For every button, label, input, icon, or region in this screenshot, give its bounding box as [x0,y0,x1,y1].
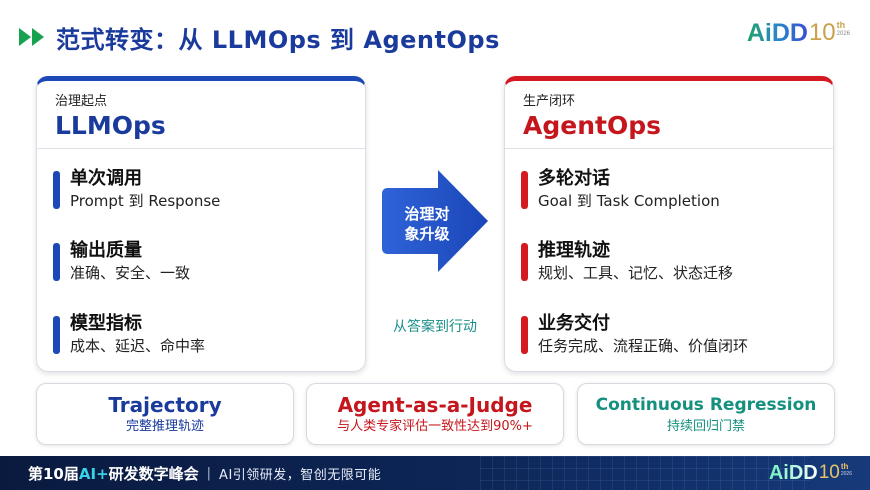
item-desc: 任务完成、流程正确、价值闭环 [538,337,749,355]
bottom-box-title: Agent-as-a-Judge [337,393,533,417]
footer-event-name: 第10届AI+研发数字峰会 [28,463,199,484]
event-prefix: 第10届 [28,464,79,483]
logo-edition: 10 [818,462,840,483]
item-desc: 规划、工具、记忆、状态迁移 [538,264,734,282]
logo-edition: 10 [808,19,836,46]
item-title: 业务交付 [538,313,610,334]
logo-text: AiDD [746,19,808,47]
footer-event-info: 第10届AI+研发数字峰会 | AI引领研发，智创无限可能 [28,456,381,490]
bottom-box-subtitle: 与人类专家评估一致性达到90%+ [337,419,533,434]
bottom-box-subtitle: 持续回归门禁 [666,419,745,434]
llmops-item: 输出质量 准确、安全、一致 [53,239,190,283]
agentops-subtitle: 生产闭环 [523,94,576,109]
agentops-card: 生产闭环 AgentOps 多轮对话 Goal 到 Task Completio… [504,76,834,372]
llmops-card-header: 治理起点 LLMOps [37,81,365,149]
agentops-item: 业务交付 任务完成、流程正确、价值闭环 [521,312,748,356]
bottom-box-subtitle: 完整推理轨迹 [125,419,204,434]
bottom-box-title: Continuous Regression [595,395,817,415]
llmops-name: LLMOps [55,111,166,140]
item-desc: 准确、安全、一致 [70,264,191,282]
event-ai: AI+ [78,464,109,483]
item-marker-bar [53,171,60,209]
llmops-card: 治理起点 LLMOps 单次调用 Prompt 到 Response 输出质量 … [36,76,366,372]
logo-superscript: th 2026 [837,20,850,38]
item-title: 单次调用 [70,168,142,189]
bottom-box-title: Trajectory [108,393,222,417]
page-title: 范式转变：从 LLMOps 到 AgentOps [56,25,500,54]
footer-banner: 第10届AI+研发数字峰会 | AI引领研发，智创无限可能 AiDD 10 th… [0,456,870,490]
trajectory-box: Trajectory 完整推理轨迹 [36,383,294,445]
logo-year: 2026 [836,31,850,37]
transition-label: 治理对象升级 [404,205,450,243]
item-desc: 成本、延迟、命中率 [70,337,206,355]
agentops-item: 推理轨迹 规划、工具、记忆、状态迁移 [521,239,733,283]
llmops-item: 模型指标 成本、延迟、命中率 [53,312,205,356]
continuous-regression-box: Continuous Regression 持续回归门禁 [577,383,835,445]
item-marker-bar [521,316,528,354]
double-play-arrow-icon [19,28,44,46]
aidd-logo: AiDD 10 th 2026 [746,19,850,47]
item-title: 推理轨迹 [538,240,610,261]
item-title: 输出质量 [70,240,142,261]
item-desc: Goal 到 Task Completion [538,192,720,210]
item-title: 模型指标 [70,313,142,334]
item-marker-bar [521,171,528,209]
event-suffix: 研发数字峰会 [108,464,199,483]
agentops-card-header: 生产闭环 AgentOps [505,81,833,149]
logo-text: AiDD [768,462,818,484]
logo-edition-suffix: th [836,20,846,30]
item-marker-bar [53,243,60,281]
footer-separator: | [206,465,212,481]
footer-grid-decoration [480,456,810,490]
llmops-subtitle: 治理起点 [55,94,108,109]
llmops-item: 单次调用 Prompt 到 Response [53,167,220,211]
item-marker-bar [53,316,60,354]
transition-caption: 从答案到行动 [393,319,477,335]
footer-slogan: AI引领研发，智创无限可能 [219,467,382,483]
logo-year: 2026 [840,471,852,477]
item-marker-bar [521,243,528,281]
right-arrow-icon [382,170,488,272]
agentops-item: 多轮对话 Goal 到 Task Completion [521,167,720,211]
page-title-bar: 范式转变：从 LLMOps 到 AgentOps [18,20,500,54]
agent-as-a-judge-box: Agent-as-a-Judge 与人类专家评估一致性达到90%+ [306,383,564,445]
logo-edition-suffix: th [840,462,849,471]
logo-superscript: th 2026 [841,462,852,478]
item-title: 多轮对话 [538,168,610,189]
item-desc: Prompt 到 Response [70,192,221,210]
footer-aidd-logo: AiDD 10 th 2026 [769,462,852,484]
agentops-name: AgentOps [523,111,661,140]
